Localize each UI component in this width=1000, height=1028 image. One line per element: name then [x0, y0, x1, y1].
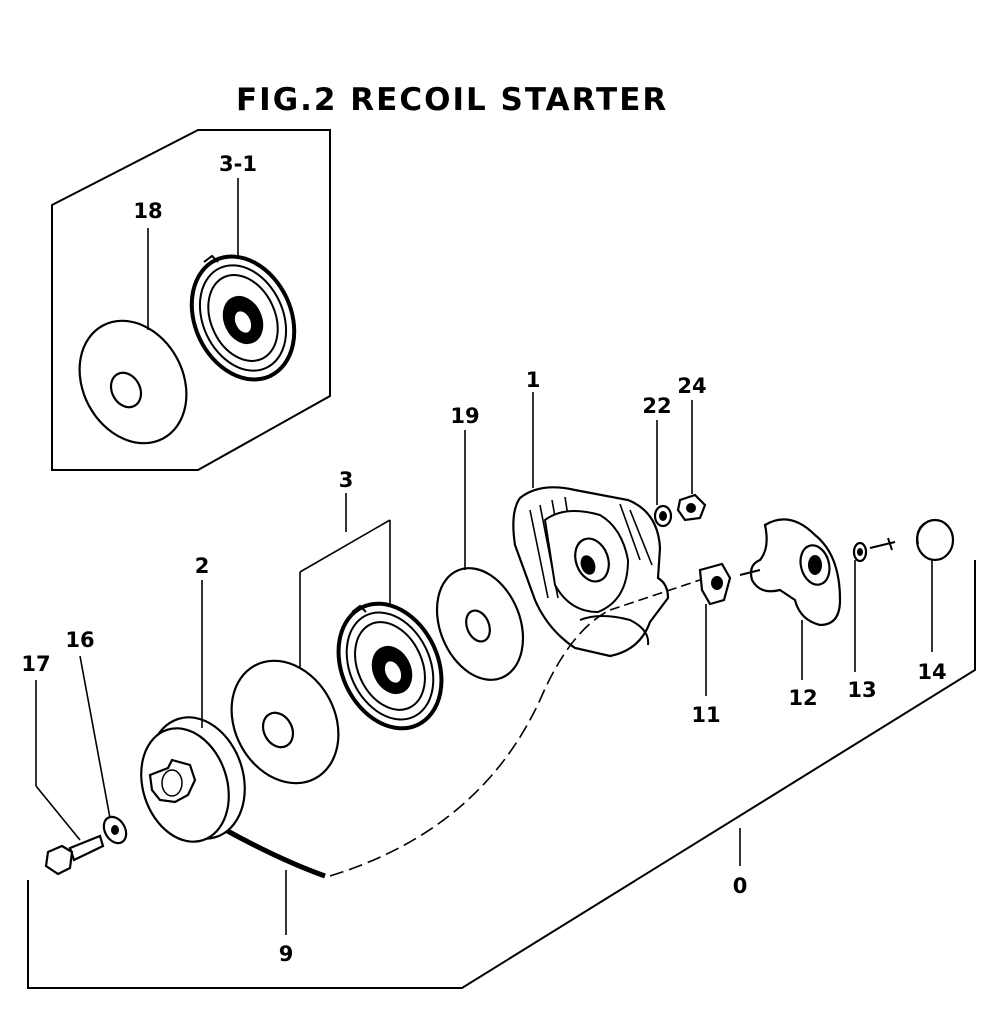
- label-19: 19: [450, 404, 479, 428]
- label-1: 1: [526, 368, 541, 392]
- part-13-washer: [852, 537, 896, 672]
- part-3-spring: [336, 601, 444, 731]
- label-13: 13: [847, 678, 876, 702]
- part-12-handle: [739, 518, 842, 680]
- part-22-washer: [653, 420, 673, 528]
- assembly-bracket: [27, 560, 976, 989]
- part-19-washer: [435, 430, 525, 681]
- label-9: 9: [279, 942, 294, 966]
- part-14-cap: [915, 518, 955, 652]
- part-18-washer-inset: [78, 228, 188, 445]
- part-2-pulley: [140, 580, 246, 843]
- label-18: 18: [133, 199, 162, 223]
- label-12: 12: [788, 686, 817, 710]
- label-2: 2: [195, 554, 210, 578]
- part-3-1-spring: [189, 178, 297, 382]
- label-17: 17: [21, 652, 50, 676]
- label-16: 16: [65, 628, 94, 652]
- label-24: 24: [677, 374, 706, 398]
- inset-box: [51, 129, 331, 471]
- part-9-rope: [220, 579, 701, 935]
- label-3: 3: [339, 468, 354, 492]
- label-0: 0: [733, 874, 748, 898]
- part-16-washer: [79, 655, 128, 845]
- part-24-nut: [676, 400, 707, 522]
- figure-title: FIG.2 RECOIL STARTER: [236, 82, 668, 118]
- label-22: 22: [642, 394, 671, 418]
- label-3-1: 3-1: [219, 152, 257, 176]
- label-14: 14: [917, 660, 946, 684]
- part-1-case: [512, 392, 670, 658]
- part-17-bolt: [35, 680, 105, 876]
- part-11-guide: [698, 562, 732, 696]
- label-11: 11: [691, 703, 720, 727]
- part-3-washer: [230, 659, 340, 785]
- part-3-bracket: [299, 493, 391, 668]
